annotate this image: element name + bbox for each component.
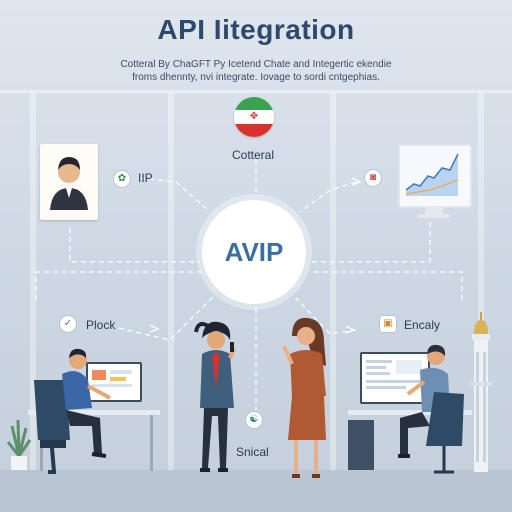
- box-icon: ▣: [380, 316, 396, 332]
- left-desk-screen: [86, 362, 142, 402]
- floor: [0, 470, 512, 512]
- monitor-stand: [425, 206, 443, 216]
- ceiling-beam: [0, 90, 512, 93]
- wall-column: [330, 92, 336, 472]
- api-hub: AVIP: [202, 200, 306, 304]
- subtitle-line: froms dhennty, nvi integrate. Iovage to …: [132, 72, 380, 83]
- leaf-pin-icon: ✿: [114, 171, 130, 187]
- connector-right-monitor: [312, 222, 431, 263]
- desk-leg: [150, 415, 153, 471]
- arrow-head: [351, 177, 362, 186]
- connector-right-mid: [310, 271, 463, 300]
- node-left-top-label: IIP: [138, 171, 153, 185]
- page-title: API Iitegration: [157, 14, 355, 45]
- left-desk: [28, 410, 160, 415]
- connector-left-top: [139, 177, 211, 213]
- presenter-figure: [194, 321, 236, 472]
- check-icon: ✓: [60, 316, 76, 332]
- wall-column: [30, 92, 36, 472]
- speaker-figure: [282, 317, 326, 478]
- swirl-icon: ☯: [246, 412, 262, 428]
- potted-plant-icon: [6, 419, 32, 470]
- line-chart-icon: [405, 153, 459, 196]
- arrow-head: [149, 324, 160, 333]
- page-subtitle: Cotteral By ChaGFT Py Icetend Chate and …: [60, 58, 452, 84]
- right-worker-figure: [398, 344, 464, 474]
- node-bottom-label: Snical: [236, 445, 269, 459]
- left-worker-figure: [34, 348, 111, 474]
- connector-left-mid: [35, 271, 202, 300]
- node-left-mid-label: Plock: [86, 318, 116, 332]
- connector-left-bottom: [109, 295, 215, 341]
- flag-icon: ✥: [234, 97, 274, 137]
- connector-left-card: [69, 228, 200, 263]
- wall-column: [478, 92, 484, 472]
- hub-label: AVIP: [224, 236, 284, 267]
- arrow-head: [345, 325, 356, 334]
- node-top-label: Cotteral: [232, 148, 275, 162]
- minaret-tower: [470, 312, 492, 472]
- connector-right-top: [299, 181, 357, 213]
- camera-icon: ◙: [365, 170, 381, 186]
- node-right-mid-label: Encaly: [404, 318, 441, 332]
- file-cabinet: [348, 420, 374, 470]
- right-desk: [348, 410, 472, 415]
- user-profile-card: [40, 144, 98, 220]
- person-avatar-icon: [50, 157, 88, 210]
- analytics-monitor: [398, 144, 472, 208]
- monitor-base: [418, 214, 450, 218]
- wall-column: [168, 92, 174, 472]
- subtitle-line: Cotteral By ChaGFT Py Icetend Chate and …: [120, 59, 392, 70]
